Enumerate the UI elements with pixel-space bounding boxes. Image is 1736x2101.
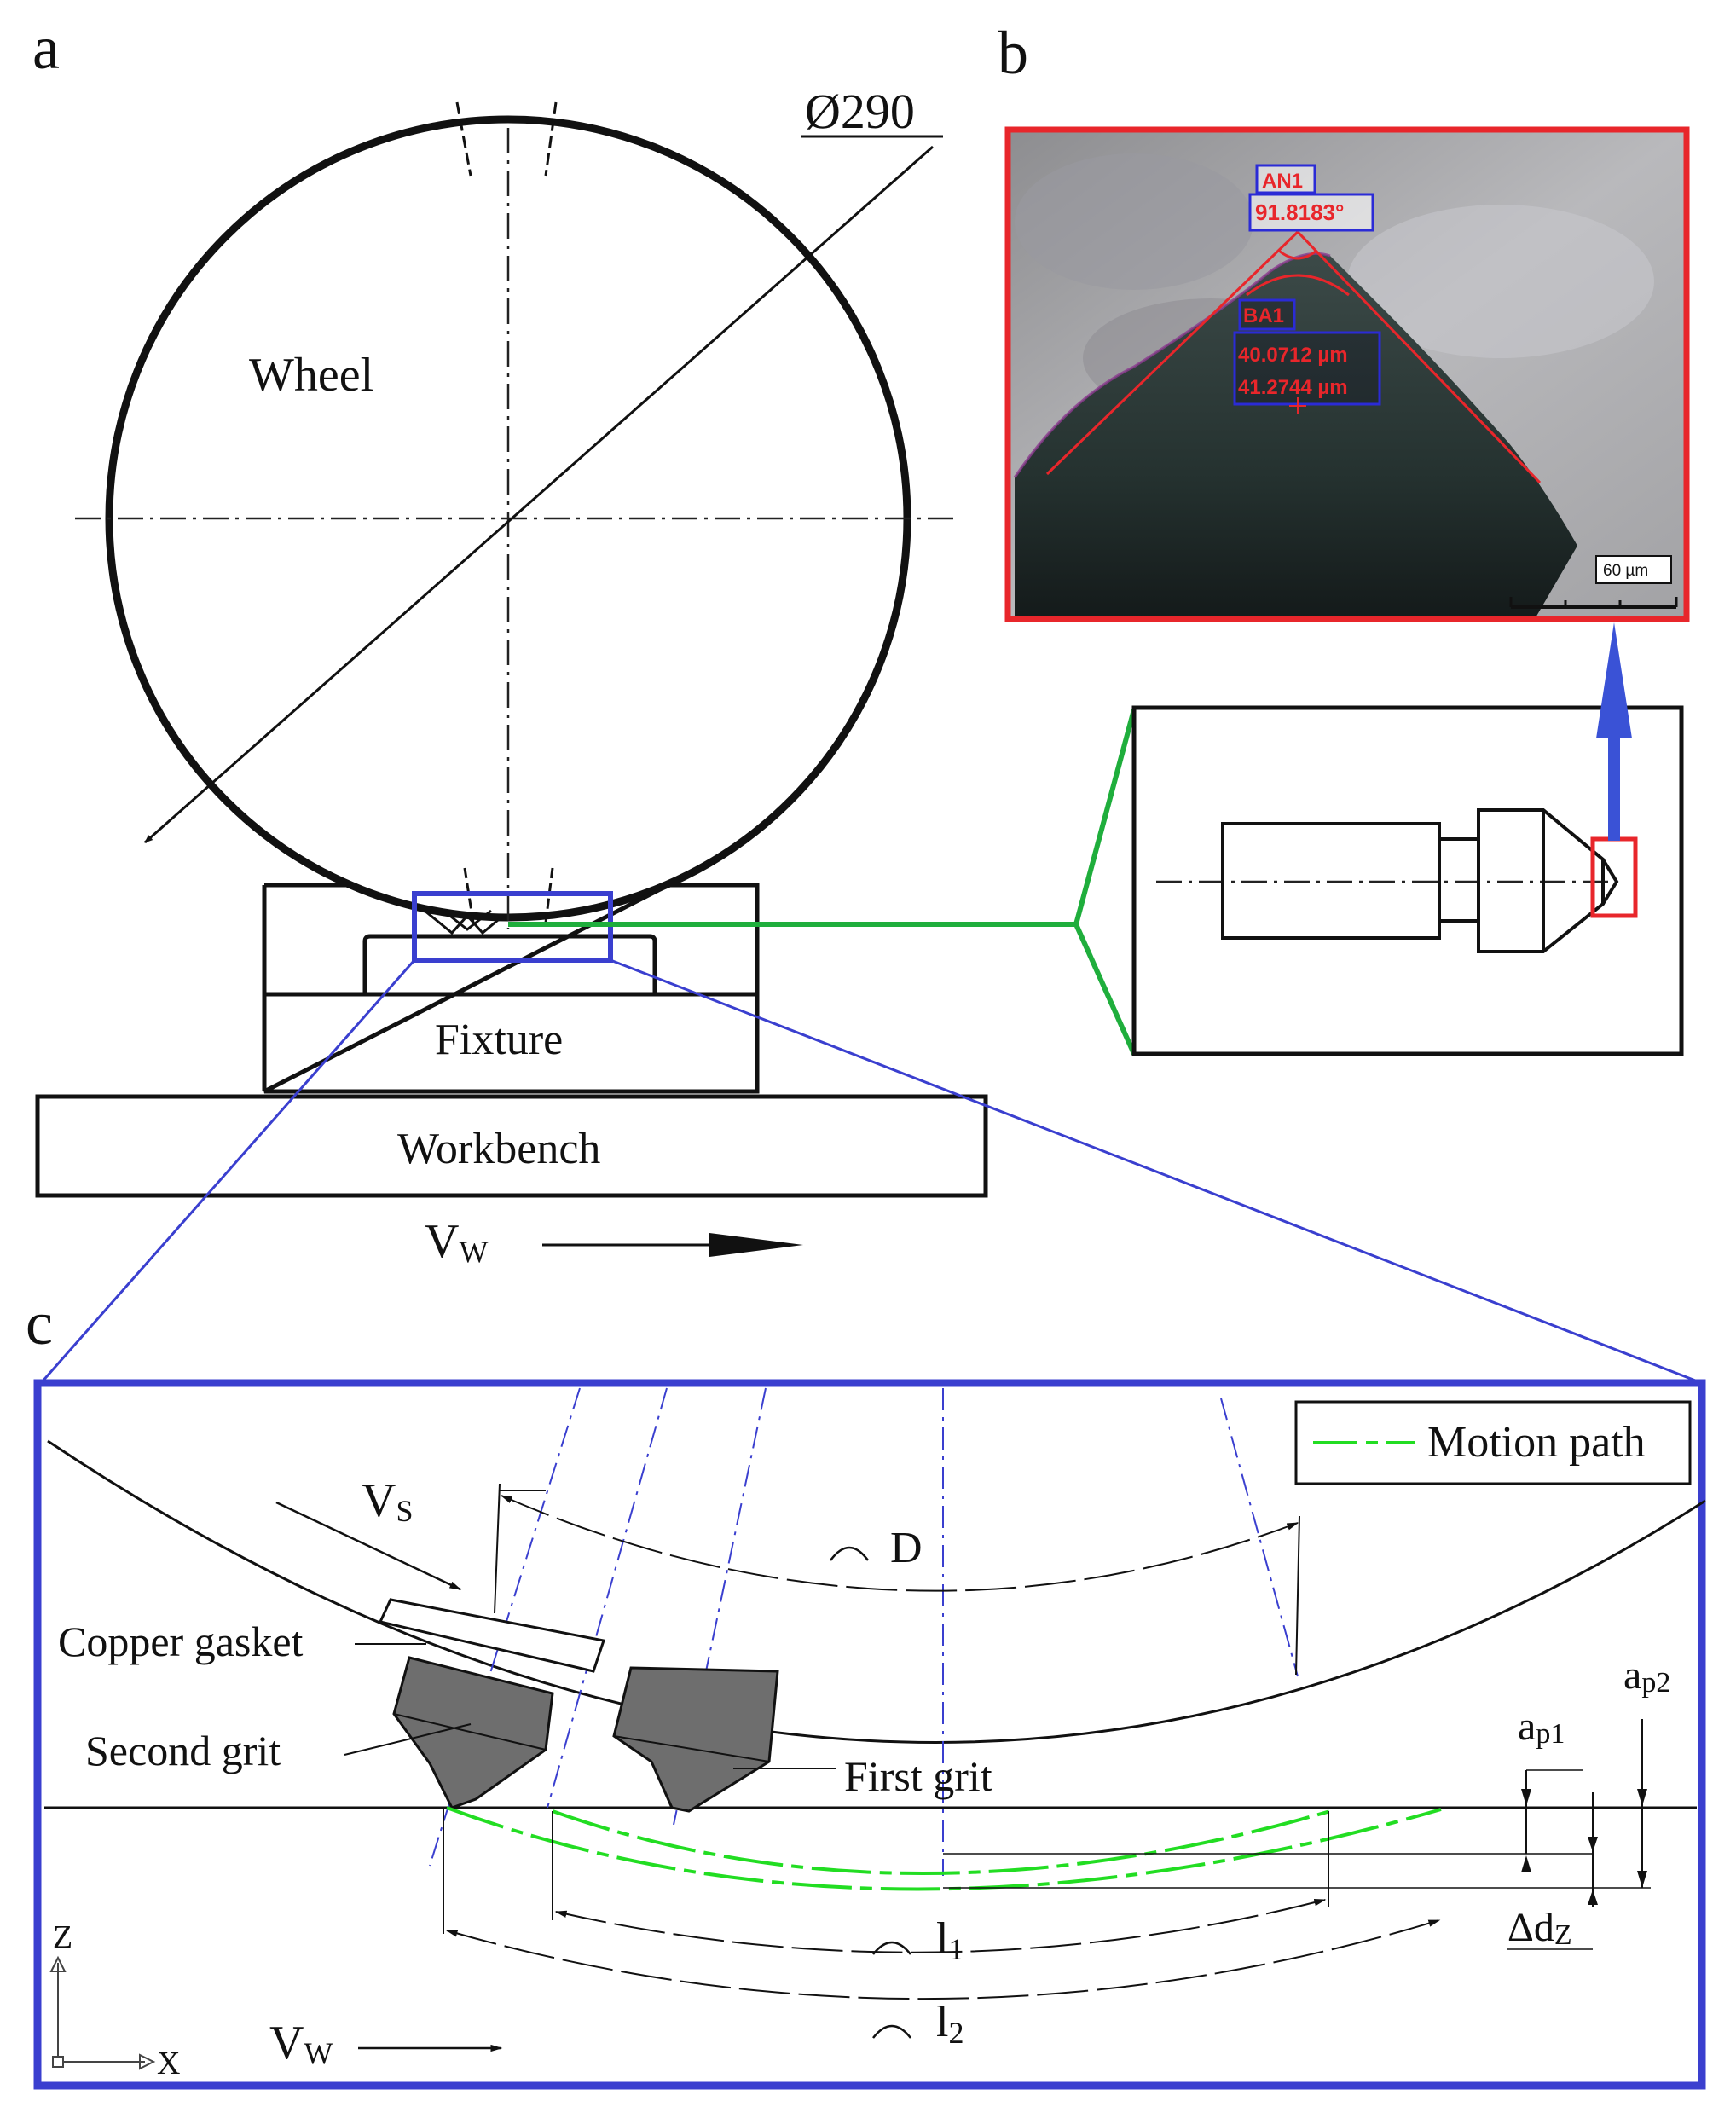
vw-arrowhead-a	[709, 1233, 803, 1257]
micrograph-grain-edge	[1013, 252, 1331, 478]
ba1-label: BA1	[1243, 304, 1284, 327]
inset-leader-lower	[1073, 923, 1137, 1056]
workpiece-block	[362, 934, 657, 994]
diameter-label: Ø290	[805, 84, 915, 139]
d-arc	[500, 1495, 1299, 1592]
ap2-arrow-down	[1637, 1789, 1647, 1806]
d-label: D	[890, 1524, 923, 1572]
vw-label-c: VW	[269, 2017, 333, 2070]
angle-line-left	[1045, 230, 1299, 476]
magnify-arrow-shaft	[1608, 733, 1620, 841]
d-arc-symbol	[829, 1546, 870, 1561]
l2-label: l2	[936, 1998, 963, 2050]
magnify-arrow-head	[1596, 622, 1632, 738]
ba1-meas-1: 40.0712 µm	[1238, 344, 1348, 367]
panel-a-letter: a	[32, 14, 60, 82]
zoom-line-left	[39, 959, 416, 1384]
axis-z-head	[49, 1955, 67, 1972]
tip-arc-fit	[1246, 274, 1350, 297]
ap1-arrow-up	[1521, 1855, 1531, 1872]
wheel-arc	[47, 1439, 1706, 1744]
panel-b-letter: b	[998, 19, 1028, 87]
an1-label: AN1	[1262, 170, 1303, 193]
contact-grit-sketch	[424, 909, 504, 935]
axis-x-label: X	[157, 2046, 180, 2081]
first-grit-shape	[612, 1666, 779, 1813]
angle-value: 91.8183°	[1255, 200, 1344, 225]
angle-arc	[1278, 249, 1317, 260]
vs-label: VS	[362, 1474, 413, 1528]
panel-b: b AN1 91.8183° BA1 40.0712 µm 41.2744 µm…	[998, 19, 1690, 622]
ap1-label: ap1	[1518, 1704, 1565, 1750]
axis-x-head	[139, 2053, 156, 2070]
l2-symbol	[872, 2024, 911, 2039]
scale-label: 60 µm	[1603, 562, 1648, 580]
panel-c: c D VS Copper gasket Second grit	[26, 1289, 1706, 2090]
diameter-line	[144, 145, 934, 844]
radial-line-2	[547, 1387, 668, 1809]
legend-label: Motion path	[1427, 1418, 1646, 1467]
ap2-label: ap2	[1623, 1652, 1670, 1699]
scale-label-box	[1595, 555, 1672, 584]
micrograph-grain-body	[1015, 253, 1577, 619]
fixture-label: Fixture	[435, 1016, 563, 1064]
second-grit-label: Second grit	[85, 1727, 281, 1774]
ap2-arrow-up	[1637, 1871, 1647, 1888]
bottom-tick-right	[544, 867, 554, 923]
d-ext-right	[1295, 1515, 1300, 1676]
ba1-meas-2: 41.2744 µm	[1238, 376, 1348, 399]
micrograph-haze-1	[1015, 153, 1253, 290]
vw-label-a: VW	[425, 1215, 488, 1269]
axis-z-label: Z	[53, 1919, 72, 1955]
wheel-label: Wheel	[249, 349, 373, 402]
second-grit-leader	[344, 1723, 472, 1756]
copper-gasket-shape	[378, 1598, 605, 1673]
radial-line-5	[1220, 1398, 1299, 1677]
legend-box	[1294, 1400, 1692, 1485]
grain-tip	[1601, 858, 1619, 906]
zoom-line-right	[610, 958, 1703, 1385]
copper-gasket-label: Copper gasket	[58, 1618, 304, 1665]
workbench-rect	[35, 1094, 988, 1198]
d-ext-left	[494, 1483, 501, 1614]
an1-tag	[1255, 164, 1316, 194]
first-grit-label: First grit	[844, 1752, 992, 1800]
top-tick-left	[455, 101, 472, 177]
bottom-tick-left	[463, 867, 475, 923]
l1-symbol	[872, 1941, 911, 1955]
first-grit-facet	[613, 1735, 770, 1762]
workbench-label: Workbench	[397, 1125, 600, 1173]
vs-arrow	[275, 1501, 462, 1591]
dz-label: ΔdZ	[1507, 1905, 1572, 1951]
top-tick-right	[544, 101, 558, 177]
axis-origin	[52, 2056, 64, 2068]
panel-a: a Ø290 Wheel Fixture Workbench VW	[32, 14, 1703, 1385]
second-grit-facet	[393, 1713, 547, 1751]
l2-arc	[445, 1919, 1441, 2000]
dz-arrow-1	[1588, 1837, 1598, 1852]
diamond-grain-inset	[1131, 622, 1684, 1056]
motion-path-second	[446, 1806, 1442, 1891]
inset-leader-upper	[1073, 709, 1137, 925]
fixture-outer	[263, 883, 760, 1094]
ap1-arrow-down	[1521, 1789, 1531, 1806]
ba1-tag	[1238, 298, 1296, 331]
micrograph-frame	[1004, 126, 1690, 622]
micrograph-haze-2	[1347, 205, 1654, 358]
dz-arrow-2	[1588, 1890, 1598, 1905]
panel-c-frame	[33, 1379, 1706, 2090]
angle-line-right	[1296, 230, 1542, 484]
panel-c-letter: c	[26, 1289, 53, 1357]
motion-path-first	[552, 1809, 1331, 1875]
ba1-values-box	[1233, 331, 1381, 406]
angle-value-box	[1248, 193, 1374, 232]
